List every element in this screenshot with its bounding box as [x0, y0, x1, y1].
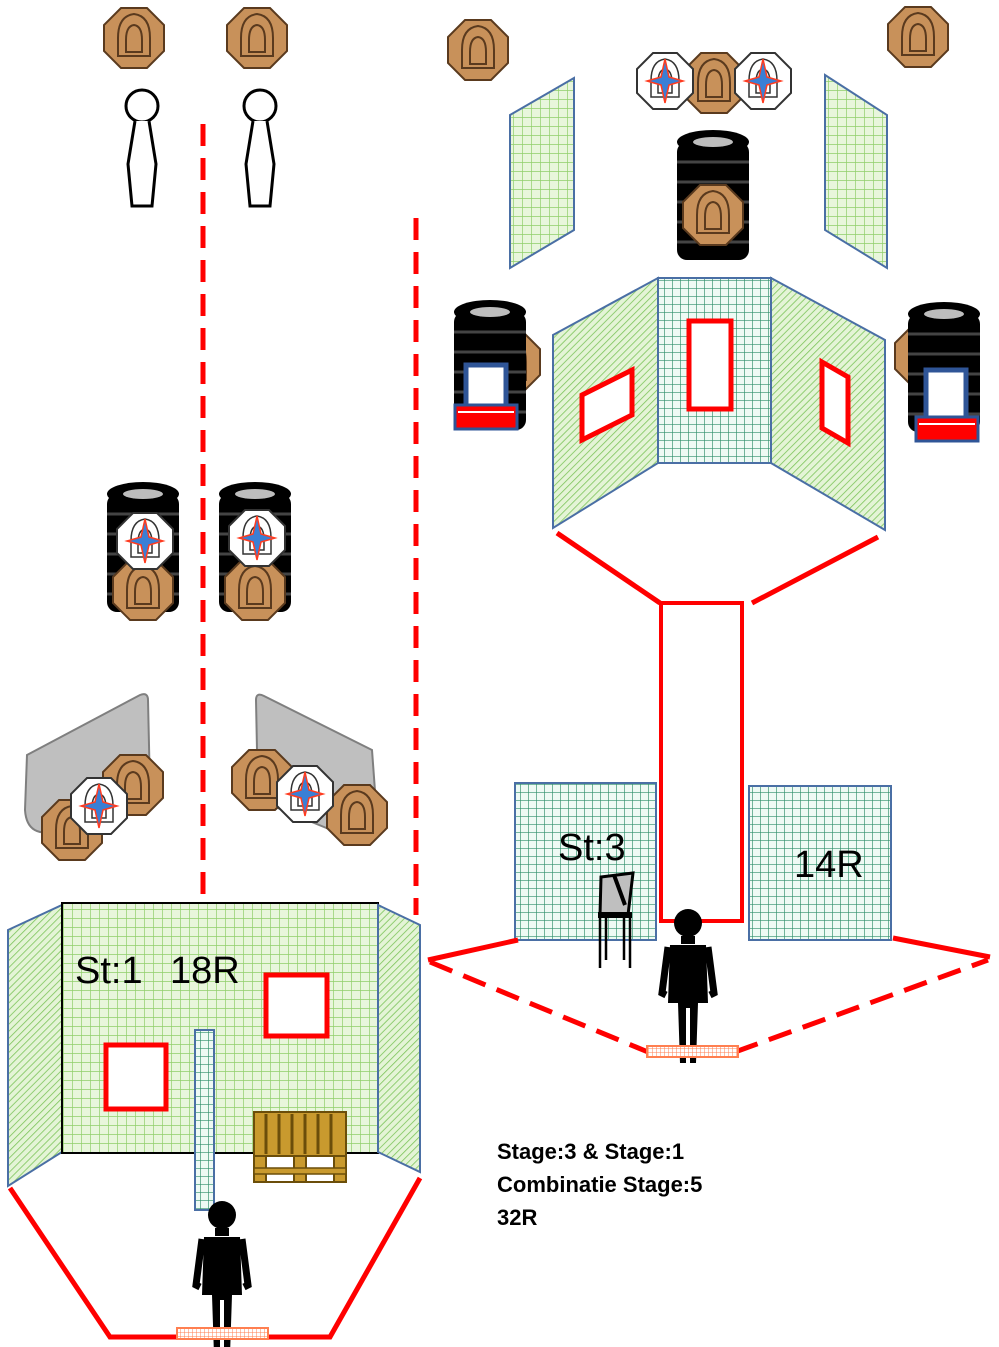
stage1-label: St:1: [75, 950, 143, 992]
stage3-wall-far-left: [509, 76, 575, 270]
stage3-right-barrel: [894, 300, 982, 443]
stage1-shooter: [196, 1201, 248, 1347]
stage3-fault-right: [750, 534, 880, 606]
stage3-wall-far-right: [824, 73, 888, 270]
stage-notes: Stage:3 & Stage:1 Combinatie Stage:5 32R: [497, 1135, 702, 1234]
stage1-poppers: [124, 88, 278, 208]
stage1-start-position: [176, 1327, 269, 1340]
stage3-wall-left: [514, 782, 657, 941]
stage1-pallet: [253, 1111, 347, 1183]
stage3-shooter: [662, 909, 714, 1063]
stage3-start-position: [646, 1045, 739, 1058]
stage3-area-top-right: [892, 935, 991, 960]
stage3-wall: [552, 276, 886, 532]
stage3-fault-left: [555, 530, 662, 606]
stage3-area-left-dashed: [429, 959, 649, 1055]
stage1-steel-top: [103, 7, 288, 69]
stage3-rounds-label: 14R: [794, 844, 864, 886]
stage1-tire-targets: [105, 480, 293, 621]
notes-line-2: Combinatie Stage:5: [497, 1172, 703, 1197]
stage1-rounds-label: 18R: [170, 950, 240, 992]
notes-line-1: Stage:3 & Stage:1: [497, 1139, 685, 1164]
stage3-area-top-left: [427, 937, 519, 963]
stage3-center-tires: [675, 128, 751, 262]
stage3-left-barrel: [452, 298, 541, 432]
stage3-chair: [598, 871, 635, 968]
stage3-area-right-dashed: [734, 957, 989, 1055]
stage3-target-group: [636, 52, 792, 114]
stage3-corridor: [659, 601, 744, 923]
notes-line-3: 32R: [497, 1205, 538, 1230]
stage3-label: St:3: [558, 827, 626, 869]
stage3-wall-right: [748, 785, 892, 941]
